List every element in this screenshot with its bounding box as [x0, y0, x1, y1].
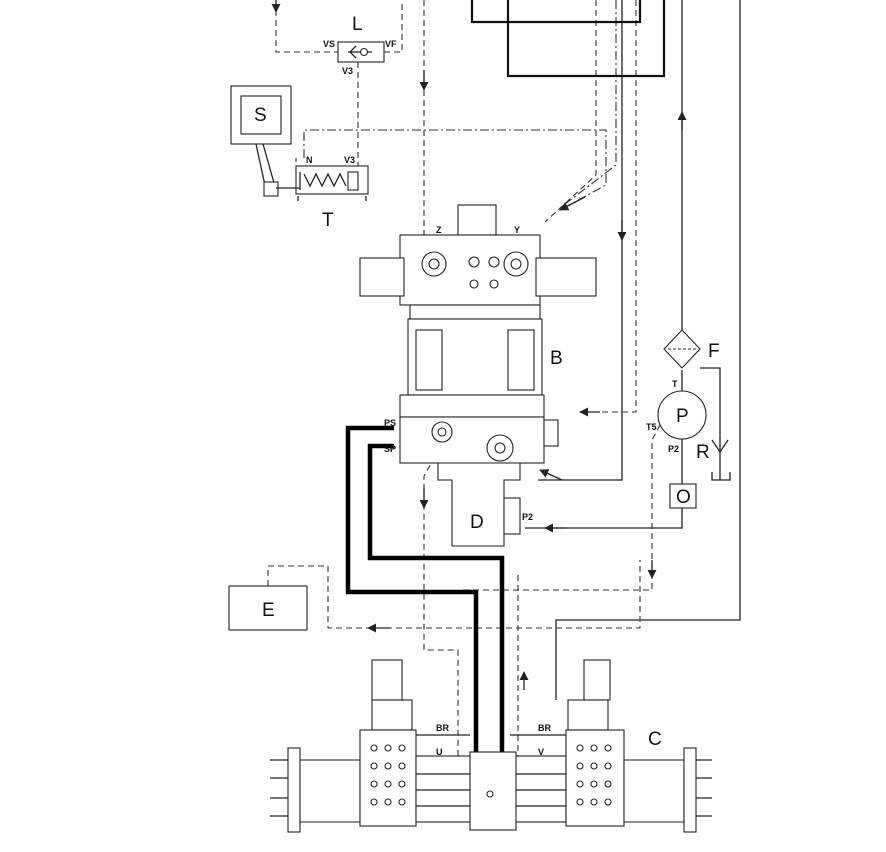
- port-y: Y: [514, 225, 520, 235]
- component-e: E: [228, 585, 308, 631]
- component-r: R: [696, 439, 731, 481]
- port-v3-tank: V3: [344, 155, 355, 165]
- port-v3-top: V3: [342, 66, 353, 76]
- left-bolt-pattern: [370, 744, 406, 806]
- component-s: S: [230, 85, 292, 197]
- label-r: R: [696, 442, 710, 463]
- hydraulic-lines: [267, 0, 741, 760]
- component-f: F: [663, 329, 720, 369]
- port-p2-pump: P2: [668, 444, 679, 454]
- component-c: BR BR U V C: [270, 659, 712, 833]
- label-t: T: [322, 210, 334, 231]
- label-b: B: [550, 348, 563, 369]
- label-p: P: [676, 406, 689, 427]
- port-sp: SP: [384, 444, 396, 454]
- valve-l: L VS VF V3: [323, 14, 397, 76]
- label-d: D: [470, 512, 484, 533]
- port-v: V: [538, 747, 544, 757]
- port-vf: VF: [385, 39, 397, 49]
- port-vs: VS: [323, 39, 335, 49]
- port-u: U: [436, 747, 443, 757]
- port-ps: PS: [384, 418, 396, 428]
- component-b: Z Y PS SP B: [359, 204, 597, 464]
- label-o: O: [676, 487, 691, 508]
- label-c: C: [648, 729, 662, 750]
- port-n: N: [306, 155, 313, 165]
- label-l: L: [352, 14, 363, 35]
- port-br-left: BR: [436, 723, 449, 733]
- component-o: O: [669, 483, 697, 509]
- port-z: Z: [436, 225, 442, 235]
- port-p2-d: P2: [522, 512, 533, 522]
- port-br-right: BR: [538, 723, 551, 733]
- component-p: P T T5 P2: [646, 379, 707, 454]
- label-e: E: [262, 600, 275, 621]
- right-bolt-pattern: [576, 744, 612, 806]
- label-f: F: [708, 341, 720, 362]
- component-t: N V3 T: [276, 155, 369, 231]
- label-s: S: [254, 105, 267, 126]
- component-d: D P2: [437, 462, 533, 547]
- port-t5: T5: [646, 422, 657, 432]
- port-t: T: [672, 379, 678, 389]
